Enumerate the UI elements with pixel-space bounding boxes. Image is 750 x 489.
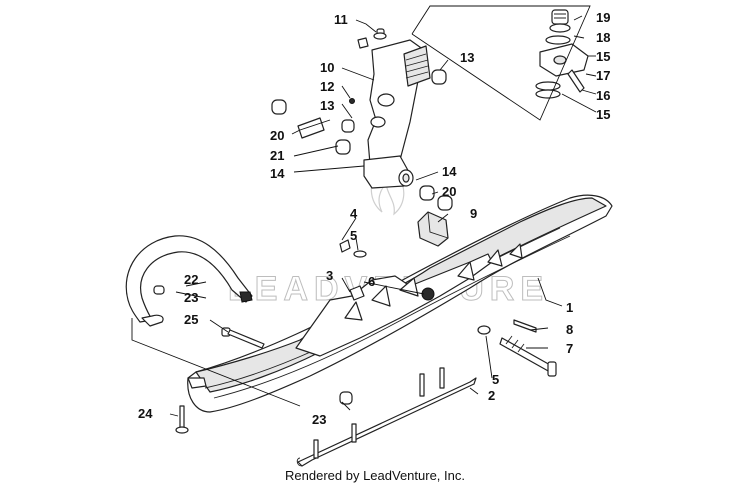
callout-12: 12 bbox=[320, 79, 334, 94]
clamp-assembly bbox=[535, 9, 589, 99]
callout-5-bottom: 5 bbox=[492, 372, 499, 387]
callout-22: 22 bbox=[184, 272, 198, 287]
ski-bolt-hardware bbox=[339, 239, 557, 377]
callout-16: 16 bbox=[596, 88, 610, 103]
callout-13-right: 13 bbox=[460, 50, 474, 65]
ski-handle bbox=[125, 235, 253, 327]
callout-14-right: 14 bbox=[442, 164, 457, 179]
callout-7: 7 bbox=[566, 341, 573, 356]
callout-9: 9 bbox=[470, 206, 477, 221]
spindle bbox=[363, 39, 431, 189]
callout-3: 3 bbox=[326, 268, 333, 283]
callout-20-bottom: 20 bbox=[442, 184, 456, 199]
lower-fasteners bbox=[153, 285, 353, 434]
callout-13-left: 13 bbox=[320, 98, 334, 113]
callout-18: 18 bbox=[596, 30, 610, 45]
callout-5-top: 5 bbox=[350, 228, 357, 243]
callouts: 11 10 12 13 13 20 21 14 14 20 9 19 18 15… bbox=[138, 10, 610, 427]
callout-11: 11 bbox=[334, 12, 348, 27]
callout-4: 4 bbox=[350, 206, 358, 221]
callout-21: 21 bbox=[270, 148, 284, 163]
callout-24: 24 bbox=[138, 406, 153, 421]
render-credit: Rendered by LeadVenture, Inc. bbox=[285, 468, 465, 483]
callout-6: 6 bbox=[368, 274, 375, 289]
callout-20-top: 20 bbox=[270, 128, 284, 143]
callout-15-bottom: 15 bbox=[596, 107, 610, 122]
callout-8: 8 bbox=[566, 322, 573, 337]
callout-14-left: 14 bbox=[270, 166, 285, 181]
callout-23-left: 23 bbox=[184, 290, 198, 305]
callout-23-bottom: 23 bbox=[312, 412, 326, 427]
ski bbox=[187, 194, 613, 413]
callout-25: 25 bbox=[184, 312, 198, 327]
assembly-bracket bbox=[411, 5, 591, 121]
leader-lines bbox=[131, 15, 597, 417]
callout-15-top: 15 bbox=[596, 49, 610, 64]
spindle-hardware bbox=[271, 28, 453, 211]
callout-1: 1 bbox=[566, 300, 573, 315]
callout-10: 10 bbox=[320, 60, 334, 75]
callout-17: 17 bbox=[596, 68, 610, 83]
callout-2: 2 bbox=[488, 388, 495, 403]
callout-19: 19 bbox=[596, 10, 610, 25]
wear-bar bbox=[296, 367, 477, 467]
